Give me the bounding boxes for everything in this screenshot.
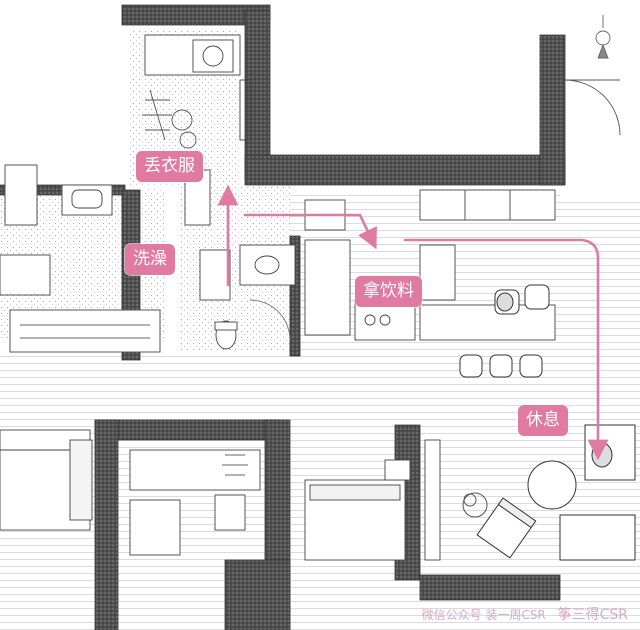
island bbox=[419, 304, 556, 341]
nightstand bbox=[384, 459, 411, 481]
door-swing bbox=[564, 79, 621, 136]
door-swing bbox=[249, 299, 291, 341]
wall-bedroom-left bbox=[94, 419, 119, 630]
storage-unit bbox=[0, 254, 51, 296]
towel-rack bbox=[20, 324, 150, 339]
watermark-brand: 筝三得CSR bbox=[557, 607, 628, 623]
master-bedroom bbox=[304, 439, 441, 561]
route-label-shower: 洗澡 bbox=[125, 244, 175, 275]
fridge bbox=[419, 244, 456, 301]
laundry-counter bbox=[144, 34, 241, 76]
bath-cabinet bbox=[4, 164, 38, 226]
washer-drum bbox=[202, 45, 224, 67]
left-bathroom bbox=[0, 164, 161, 353]
north-arrow-icon bbox=[595, 15, 611, 59]
rack-icon bbox=[142, 89, 197, 149]
entry-floor bbox=[545, 200, 640, 360]
bar-stool-icon bbox=[489, 354, 513, 378]
route-arrow-to-kitchen bbox=[243, 213, 377, 250]
kitchen-counter-left bbox=[304, 239, 351, 336]
bathtub bbox=[9, 309, 161, 353]
watermark-text: 微信公众号 装一周CSR bbox=[421, 608, 546, 622]
person-icon bbox=[496, 292, 514, 312]
upper-cabinets bbox=[419, 189, 556, 221]
wall-kitchen-top bbox=[244, 154, 566, 186]
study-chair bbox=[214, 494, 246, 531]
pillows bbox=[309, 484, 401, 501]
bar-stool-icon bbox=[524, 284, 550, 310]
washing-machine-icon bbox=[192, 39, 234, 73]
route-label-get-drink: 拿饮料 bbox=[355, 276, 422, 307]
walls bbox=[0, 4, 566, 630]
wall-bedroom-top bbox=[94, 419, 281, 441]
armchair-icon bbox=[476, 497, 537, 559]
left-bedroom bbox=[0, 429, 93, 531]
shower-panel bbox=[199, 249, 231, 301]
wall-entry-left bbox=[539, 34, 566, 186]
laundry-shelf bbox=[239, 79, 251, 141]
bar-stool-icon bbox=[459, 354, 483, 378]
sofa-icon bbox=[559, 514, 636, 561]
wall-shower-kitchen bbox=[289, 235, 301, 357]
circulation-route bbox=[217, 184, 609, 461]
bar-stools bbox=[459, 284, 550, 378]
wardrobe bbox=[424, 439, 441, 561]
entrance bbox=[564, 15, 621, 136]
shower-room bbox=[199, 244, 296, 350]
route-arrow-to-living bbox=[403, 238, 609, 461]
study-room bbox=[129, 449, 261, 556]
wall-bedroom-bottom bbox=[224, 559, 291, 630]
cabinet bbox=[129, 499, 181, 556]
route-label-discard-clothes: 丢衣服 bbox=[136, 151, 203, 182]
route-label-rest: 休息 bbox=[518, 405, 568, 436]
stove-icon bbox=[364, 314, 391, 326]
wall-living-bottom bbox=[419, 574, 561, 601]
person-icon bbox=[591, 442, 613, 468]
round-table-icon bbox=[527, 460, 577, 510]
plant-icon bbox=[462, 492, 488, 518]
desk bbox=[129, 449, 261, 491]
sink-icon bbox=[71, 189, 103, 209]
bar-stool-icon bbox=[519, 354, 543, 378]
sink-icon bbox=[254, 255, 280, 275]
nightstand bbox=[69, 439, 93, 521]
watermark: 微信公众号 装一周CSR 筝三得CSR bbox=[422, 604, 628, 624]
wall-laundry-right bbox=[244, 9, 271, 181]
rack-icon bbox=[222, 454, 248, 476]
